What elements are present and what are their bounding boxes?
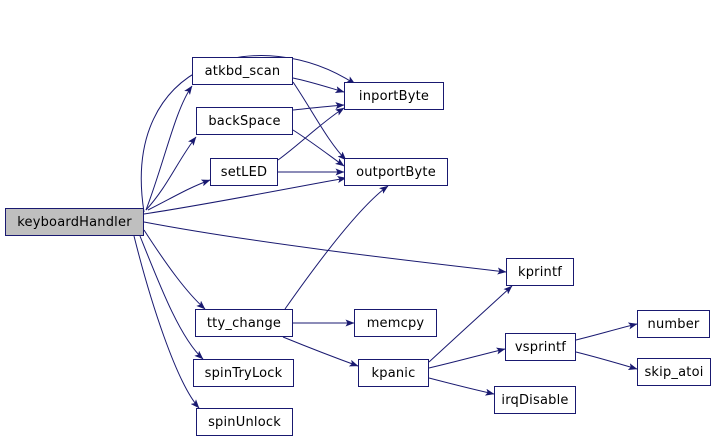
node-outportByte[interactable]: outportByte [344, 158, 448, 186]
node-label-spinUnlock: spinUnlock [208, 414, 281, 430]
node-number[interactable]: number [637, 310, 710, 338]
call-edge-keyboardHandler-to-setLED [147, 179, 211, 211]
call-edge-kpanic-to-kprintf [428, 285, 513, 363]
call-edge-keyboardHandler-to-spinUnlock [133, 235, 200, 409]
call-edge-keyboardHandler-to-atkbd_scan [145, 85, 193, 211]
node-kpanic[interactable]: kpanic [358, 359, 429, 387]
call-edge-backSpace-to-outportByte [292, 129, 345, 167]
node-label-vsprintf: vsprintf [514, 339, 567, 355]
node-label-backSpace: backSpace [208, 113, 281, 129]
node-atkbd_scan[interactable]: atkbd_scan [192, 57, 293, 85]
call-edge-atkbd_scan-to-inportByte [292, 77, 345, 94]
node-backSpace[interactable]: backSpace [196, 107, 293, 135]
call-edge-atkbd_scan-to-outportByte [292, 81, 347, 161]
node-label-kpanic: kpanic [371, 365, 416, 381]
call-edge-keyboardHandler-to-outportByte [143, 176, 347, 215]
call-edge-tty_change-to-kpanic [282, 336, 359, 367]
node-label-skip_atoi: skip_atoi [644, 364, 704, 380]
call-edge-backSpace-to-inportByte [292, 102, 345, 111]
node-tty_change[interactable]: tty_change [195, 309, 293, 337]
node-label-setLED: setLED [220, 164, 268, 180]
node-skip_atoi[interactable]: skip_atoi [637, 358, 711, 386]
node-label-inportByte: inportByte [358, 88, 430, 104]
call-edge-vsprintf-to-number [575, 322, 638, 341]
call-edge-keyboardHandler-to-backSpace [145, 136, 197, 211]
node-label-irqDisable: irqDisable [501, 392, 569, 408]
node-memcpy[interactable]: memcpy [354, 309, 437, 337]
node-inportByte[interactable]: inportByte [344, 82, 444, 110]
call-edge-tty_change-to-outportByte [284, 185, 389, 310]
node-keyboardHandler[interactable]: keyboardHandler [5, 208, 144, 236]
node-irqDisable[interactable]: irqDisable [494, 386, 576, 414]
call-edge-kpanic-to-irqDisable [428, 377, 495, 396]
node-label-atkbd_scan: atkbd_scan [204, 63, 281, 79]
call-edge-keyboardHandler-to-kprintf [143, 221, 507, 275]
node-label-kprintf: kprintf [517, 264, 563, 280]
node-label-tty_change: tty_change [206, 315, 282, 331]
call-edge-keyboardHandler-to-tty_change [143, 229, 206, 310]
call-edge-setLED-to-inportByte [277, 107, 345, 161]
node-label-outportByte: outportByte [356, 164, 436, 180]
node-kprintf[interactable]: kprintf [506, 258, 574, 286]
node-label-keyboardHandler: keyboardHandler [17, 214, 132, 230]
call-edge-vsprintf-to-skip_atoi [575, 351, 638, 370]
node-spinTryLock[interactable]: spinTryLock [193, 359, 294, 387]
node-setLED[interactable]: setLED [210, 158, 278, 186]
node-spinUnlock[interactable]: spinUnlock [196, 408, 293, 436]
node-vsprintf[interactable]: vsprintf [505, 333, 576, 361]
node-label-spinTryLock: spinTryLock [204, 365, 283, 381]
call-edge-kpanic-to-vsprintf [428, 347, 506, 369]
call-edge-keyboardHandler-to-spinTryLock [139, 235, 204, 360]
node-label-number: number [647, 316, 700, 332]
node-label-memcpy: memcpy [366, 315, 425, 331]
